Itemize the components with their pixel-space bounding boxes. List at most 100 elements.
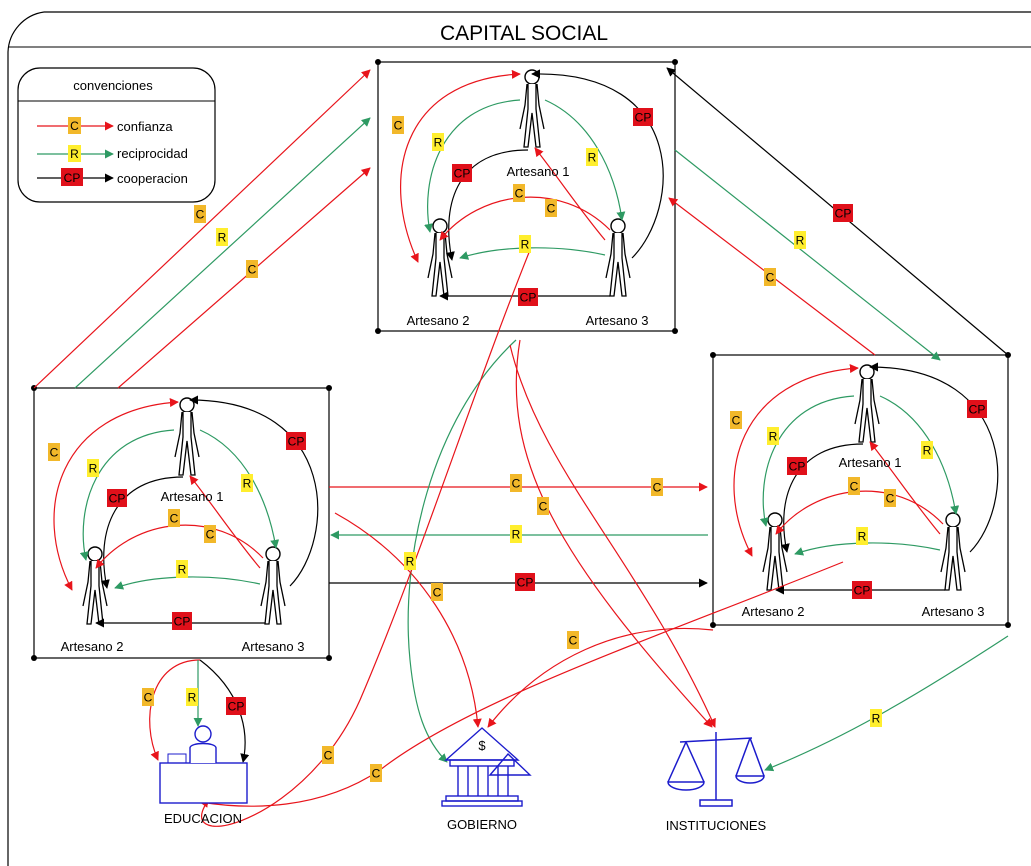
artisan-label: Artesano 3 bbox=[586, 313, 649, 328]
relation-tag-text: R bbox=[89, 462, 98, 476]
relation-tag-c: C bbox=[431, 583, 443, 601]
artisan-icon bbox=[519, 69, 545, 148]
relation-tag-r: R bbox=[519, 235, 531, 253]
relation-tag-r: R bbox=[921, 441, 933, 459]
relation-tag-c: C bbox=[48, 443, 60, 461]
relation-tag-text: C bbox=[653, 481, 662, 495]
relation-tag-text: CP bbox=[228, 700, 245, 714]
relation-tag-text: R bbox=[178, 563, 187, 577]
relation-tag-text: C bbox=[732, 414, 741, 428]
relation-tag-cp: CP bbox=[515, 573, 535, 591]
relation-tag-r: R bbox=[404, 552, 416, 570]
relation-tag-c: C bbox=[764, 268, 776, 286]
artisan-icon bbox=[940, 512, 966, 591]
legend-tag-cp: CP bbox=[64, 171, 81, 185]
relation-tag-text: C bbox=[372, 767, 381, 781]
relation-tag-text: C bbox=[248, 263, 257, 277]
relation-tag-cp: CP bbox=[833, 204, 853, 222]
relation-tag-r: R bbox=[767, 427, 779, 445]
relation-tag-c: C bbox=[513, 184, 525, 202]
relation-tag-text: C bbox=[547, 202, 556, 216]
relation-tag-text: CP bbox=[517, 576, 534, 590]
relation-tag-r: R bbox=[87, 459, 99, 477]
relation-tag-cp: CP bbox=[633, 108, 653, 126]
relation-tag-text: R bbox=[923, 444, 932, 458]
gobierno-icon bbox=[441, 727, 532, 807]
artisan-label: Artesano 2 bbox=[61, 639, 124, 654]
relation-tag-c: C bbox=[545, 199, 557, 217]
artisan-label: Artesano 2 bbox=[742, 604, 805, 619]
relation-tag-r: R bbox=[176, 560, 188, 578]
relation-tag-cp: CP bbox=[452, 164, 472, 182]
relation-tag-text: C bbox=[512, 477, 521, 491]
relation-tag-r: R bbox=[186, 688, 198, 706]
artisan-icon bbox=[854, 364, 880, 443]
relation-tag-text: C bbox=[206, 528, 215, 542]
relation-tag-c: C bbox=[848, 477, 860, 495]
outer-frame bbox=[7, 11, 1031, 866]
relation-tag-text: R bbox=[243, 477, 252, 491]
relation-tag-text: C bbox=[850, 480, 859, 494]
relation-tag-text: R bbox=[434, 136, 443, 150]
artisan-icon bbox=[174, 397, 200, 476]
relation-tag-cp: CP bbox=[967, 400, 987, 418]
artisan-label: Artesano 2 bbox=[407, 313, 470, 328]
relation-tag-cp: CP bbox=[226, 697, 246, 715]
relation-tag-text: CP bbox=[789, 460, 806, 474]
relation-tag-c: C bbox=[537, 497, 549, 515]
relation-tag-r: R bbox=[510, 525, 522, 543]
instituciones-icon bbox=[667, 732, 765, 807]
relation-tag-cp: CP bbox=[852, 581, 872, 599]
legend: convenciones C confianza R reciprocidad … bbox=[17, 67, 216, 203]
relation-tag-cp: CP bbox=[107, 489, 127, 507]
artisan-icon bbox=[605, 218, 631, 297]
relation-tag-text: R bbox=[512, 528, 521, 542]
relation-tag-text: R bbox=[858, 530, 867, 544]
relation-tag-c: C bbox=[730, 411, 742, 429]
legend-tag-r: R bbox=[70, 147, 79, 161]
relation-tag-text: R bbox=[406, 555, 415, 569]
relation-tag-c: C bbox=[510, 474, 522, 492]
relation-tag-text: CP bbox=[854, 584, 871, 598]
legend-cooperacion: cooperacion bbox=[117, 171, 188, 186]
relation-tag-text: CP bbox=[109, 492, 126, 506]
educacion-label: EDUCACION bbox=[164, 811, 242, 826]
relation-tag-text: R bbox=[796, 234, 805, 248]
gobierno-label: GOBIERNO bbox=[447, 817, 517, 832]
relation-tag-text: C bbox=[144, 691, 153, 705]
relation-tag-text: CP bbox=[835, 207, 852, 221]
artisan-label: Artesano 1 bbox=[161, 489, 224, 504]
relation-tag-r: R bbox=[432, 133, 444, 151]
relation-tag-c: C bbox=[194, 205, 206, 223]
relation-tag-cp: CP bbox=[286, 432, 306, 450]
gobierno-symbol: $ bbox=[478, 738, 486, 753]
instituciones-label: INSTITUCIONES bbox=[666, 818, 767, 833]
legend-confianza: confianza bbox=[117, 119, 173, 134]
relation-tag-text: R bbox=[872, 712, 881, 726]
relation-tag-c: C bbox=[322, 746, 334, 764]
relation-tag-c: C bbox=[204, 525, 216, 543]
relation-tag-c: C bbox=[370, 764, 382, 782]
relation-tag-text: C bbox=[886, 492, 895, 506]
educacion-icon bbox=[159, 725, 248, 804]
relation-tag-text: C bbox=[196, 208, 205, 222]
relation-tag-text: CP bbox=[635, 111, 652, 125]
relation-tag-cp: CP bbox=[172, 612, 192, 630]
artisan-label: Artesano 1 bbox=[507, 164, 570, 179]
relation-tag-text: C bbox=[766, 271, 775, 285]
relation-tag-text: R bbox=[521, 238, 530, 252]
artisan-label: Artesano 1 bbox=[839, 455, 902, 470]
relation-tags: CRCPRCCRCPCPCRCPRCCRCPCPCRCPRCCRCPCPCRCC… bbox=[48, 108, 987, 782]
relation-tag-text: R bbox=[188, 691, 197, 705]
relation-tag-text: C bbox=[324, 749, 333, 763]
relation-tag-cp: CP bbox=[518, 288, 538, 306]
relation-tag-text: C bbox=[515, 187, 524, 201]
artisan-label: Artesano 3 bbox=[242, 639, 305, 654]
artisan-icon bbox=[260, 546, 286, 625]
relation-tag-text: R bbox=[769, 430, 778, 444]
diagram-title: CAPITAL SOCIAL bbox=[440, 22, 608, 45]
relation-tag-text: R bbox=[218, 231, 227, 245]
relation-tag-c: C bbox=[168, 509, 180, 527]
legend-reciprocidad: reciprocidad bbox=[117, 146, 188, 161]
relation-tag-text: R bbox=[588, 151, 597, 165]
